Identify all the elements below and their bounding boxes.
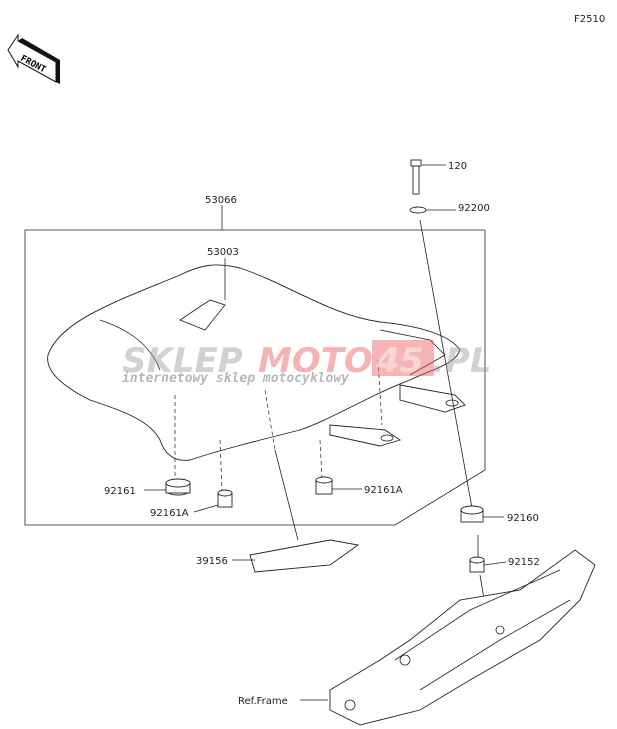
ref-frame-label: Ref.Frame	[238, 696, 288, 707]
frame-shape	[329, 549, 596, 726]
part-label-39156[interactable]: 39156	[196, 556, 228, 567]
part-label-92160[interactable]: 92160	[507, 513, 539, 524]
damper-icon	[165, 476, 485, 573]
svg-text:internetowy sklep motocyklowy: internetowy sklep motocyklowy	[122, 371, 349, 386]
svg-text:45: 45	[375, 341, 423, 381]
assembly-outline	[24, 229, 486, 526]
part-label-92152[interactable]: 92152	[508, 557, 540, 568]
watermark-logo: SKLEP MOTO 45 .PL internetowy sklep moto…	[122, 340, 492, 386]
svg-text:SKLEP: SKLEP	[122, 341, 243, 381]
part-label-53003[interactable]: 53003	[207, 247, 239, 258]
bolt-icon	[410, 159, 422, 195]
part-label-92200[interactable]: 92200	[458, 203, 490, 214]
svg-text:.PL: .PL	[432, 341, 492, 381]
seat-shape	[47, 264, 466, 461]
part-label-53066[interactable]: 53066	[205, 195, 237, 206]
washer-icon	[409, 206, 427, 214]
part-label-92161[interactable]: 92161	[104, 486, 136, 497]
front-arrow-icon: FRONT	[7, 33, 60, 84]
svg-text:MOTO: MOTO	[258, 341, 373, 381]
part-label-92161a-left[interactable]: 92161A	[150, 508, 189, 519]
part-label-120[interactable]: 120	[448, 161, 467, 172]
plate-shape	[249, 539, 360, 573]
part-label-92161a-right[interactable]: 92161A	[364, 485, 403, 496]
diagram-code: F2510	[574, 14, 605, 25]
